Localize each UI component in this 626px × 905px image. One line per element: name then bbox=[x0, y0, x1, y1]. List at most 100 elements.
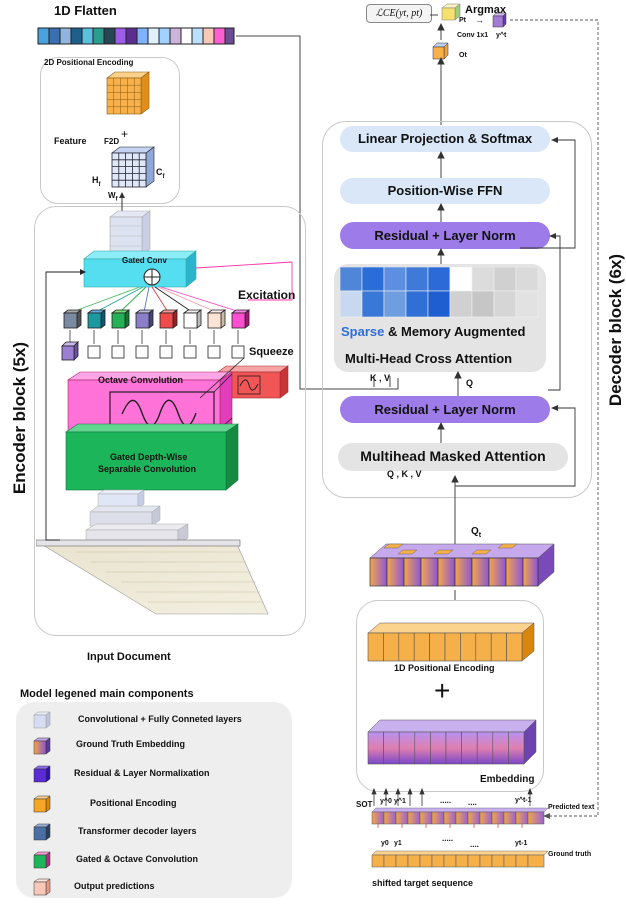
octave-label: Octave Convolution bbox=[98, 375, 184, 385]
argmax-cube bbox=[441, 3, 461, 21]
ot-label: Ot bbox=[459, 52, 467, 59]
pt-label: Pt bbox=[459, 17, 466, 24]
output-predictions-legend-icon bbox=[33, 878, 51, 896]
excitation-cube bbox=[134, 309, 155, 329]
excitation-cube bbox=[158, 309, 179, 329]
conv-fc-stack-top bbox=[109, 210, 151, 256]
legend-panel bbox=[16, 702, 292, 898]
gated-conv-label: Gated Conv bbox=[122, 256, 167, 265]
kv-label: K , V bbox=[370, 373, 391, 383]
loss-box: ℒCE(yt, pt) bbox=[366, 4, 432, 23]
qkv-label: Q , K , V bbox=[387, 469, 422, 479]
excitation-cube bbox=[230, 309, 251, 329]
predicted-token-strip bbox=[371, 807, 549, 828]
legend-item bbox=[32, 822, 52, 847]
excitation-cube bbox=[62, 309, 83, 329]
squeeze-label: Squeeze bbox=[249, 346, 294, 358]
squeeze-squares bbox=[61, 341, 245, 361]
sparse-memory-label: Sparse & Memory Augmented bbox=[341, 324, 526, 339]
legend-label: Gated & Octave Convolution bbox=[76, 854, 199, 864]
embedding-plus: + bbox=[434, 675, 451, 706]
feature-label: Feature bbox=[54, 136, 87, 146]
flatten-label: 1D Flatten bbox=[54, 3, 117, 18]
predicted-text-label: Predicted text bbox=[548, 804, 595, 811]
embedding-panel bbox=[356, 600, 544, 792]
y0-label: y0 bbox=[381, 840, 389, 847]
depthwise-label-2: Separable Convolution bbox=[98, 464, 197, 474]
legend-item bbox=[32, 794, 52, 819]
h-label: Hf bbox=[92, 175, 101, 188]
legend-label: Ground Truth Embedding bbox=[76, 739, 185, 749]
input-document-image bbox=[36, 539, 269, 615]
c-label: Cf bbox=[156, 167, 165, 180]
pt-arrow: → bbox=[475, 15, 484, 25]
residual-norm-bottom: Residual + Layer Norm bbox=[340, 396, 550, 423]
input-document-label: Input Document bbox=[87, 651, 171, 663]
positional-encoding-strip bbox=[367, 622, 535, 662]
encoder-panel bbox=[34, 206, 306, 636]
ground-truth-legend-icon bbox=[33, 737, 51, 755]
embedding-label: Embedding bbox=[480, 774, 535, 785]
linear-projection-bar: Linear Projection & Softmax bbox=[340, 126, 550, 152]
feature-panel bbox=[40, 57, 180, 204]
legend-item bbox=[32, 764, 52, 789]
legend-item bbox=[32, 710, 52, 735]
legend-label: Convolutional + Fully Conneted layers bbox=[78, 714, 242, 724]
gated-conv-block bbox=[83, 250, 197, 288]
legend-item bbox=[32, 877, 52, 902]
excitation-cube bbox=[182, 309, 203, 329]
flatten-strip bbox=[37, 27, 235, 45]
y1hat-label: y^1 bbox=[394, 798, 406, 805]
pos1d-label: 1D Positional Encoding bbox=[394, 663, 495, 673]
plus-sign: + bbox=[121, 127, 129, 141]
excitation-cube bbox=[206, 309, 227, 329]
transformer-decoder-legend-icon bbox=[33, 823, 51, 841]
encoder-up-arrow bbox=[119, 192, 125, 212]
feature-grid-cube bbox=[111, 146, 155, 188]
decoder-panel bbox=[322, 121, 592, 498]
excitation-cube bbox=[86, 309, 107, 329]
prediction-cube bbox=[492, 12, 507, 28]
positional-encoding-label: 2D Positional Encoding bbox=[44, 58, 134, 67]
excitation-cubes bbox=[62, 309, 251, 329]
shifted-sequence-label: shifted target sequence bbox=[372, 878, 474, 888]
dots-label: .... bbox=[470, 840, 479, 849]
dots-label: .... bbox=[468, 798, 477, 807]
cross-attention-label: Multi-Head Cross Attention bbox=[345, 351, 513, 366]
ffn-bar: Position-Wise FFN bbox=[340, 178, 550, 204]
q-label: Q bbox=[466, 378, 474, 388]
depthwise-conv-block bbox=[65, 423, 239, 491]
conv1x1-cube bbox=[432, 42, 449, 60]
legend-label: Positional Encoding bbox=[90, 798, 177, 808]
residual-norm-top: Residual + Layer Norm bbox=[340, 222, 550, 249]
sparse-word: Sparse bbox=[341, 324, 385, 339]
qt-label: Qt bbox=[471, 526, 482, 539]
attention-heatmap bbox=[340, 267, 539, 318]
excitation-label: Excitation bbox=[238, 288, 296, 302]
positional-encoding-legend-icon bbox=[33, 795, 51, 813]
depthwise-label-1: Gated Depth-Wise bbox=[110, 452, 188, 462]
qt-embedding-strip bbox=[369, 543, 555, 587]
conv-fc-legend-icon bbox=[33, 711, 51, 729]
sot-label: SOT bbox=[356, 800, 373, 809]
masked-attention-bar: Multihead Masked Attention bbox=[338, 443, 568, 471]
legend-list: Convolutional + Fully Conneted layers Gr… bbox=[16, 702, 292, 898]
yt1hat-label: y^t-1 bbox=[515, 797, 532, 804]
legend-label: Residual & Layer Normalixation bbox=[74, 768, 210, 778]
legend-item bbox=[32, 850, 52, 875]
ground-truth-embedding-strip bbox=[367, 719, 537, 765]
flatten-cell bbox=[224, 27, 235, 45]
dots-label: ..... bbox=[440, 796, 452, 805]
dots-label: ..... bbox=[442, 834, 454, 843]
ground-truth-token-strip bbox=[371, 850, 549, 868]
ground-truth-label: Ground truth bbox=[548, 851, 592, 858]
legend-item bbox=[32, 736, 52, 761]
conv1x1-label: Conv 1x1 bbox=[457, 32, 489, 39]
